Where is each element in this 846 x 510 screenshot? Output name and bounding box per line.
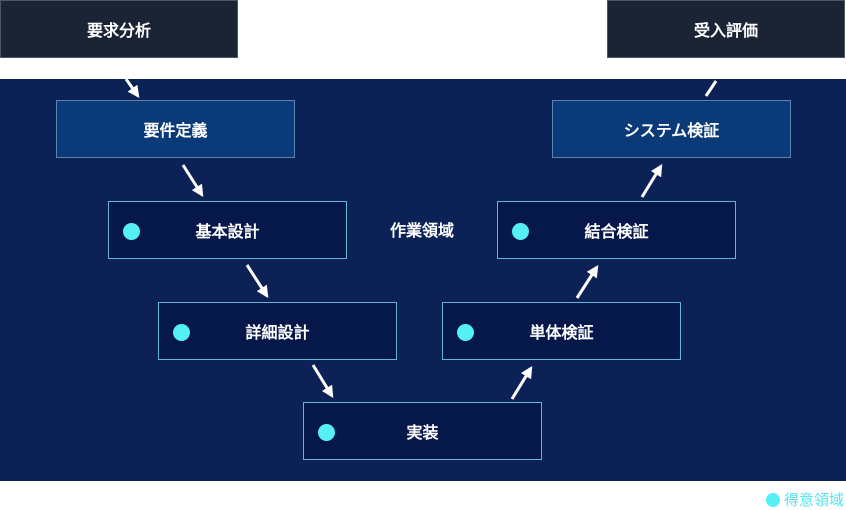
box-implementation: 実装 <box>303 402 542 460</box>
box-detailed-design-label: 詳細設計 <box>245 323 310 342</box>
box-unit-test: 単体検証 <box>442 302 681 360</box>
work-area-label: 作業領域 <box>389 221 454 240</box>
box-system-test-label: システム検証 <box>623 121 720 140</box>
box-requirements-definition-label: 要件定義 <box>143 121 208 140</box>
box-unit-test-label: 単体検証 <box>529 323 594 342</box>
box-acceptance-evaluation-label: 受入評価 <box>693 21 758 40</box>
box-implementation-label: 実装 <box>406 423 439 442</box>
strength-dot-icon <box>123 223 140 240</box>
box-requirement-analysis-label: 要求分析 <box>86 21 151 40</box>
box-detailed-design: 詳細設計 <box>158 302 397 360</box>
strength-dot-icon <box>512 223 529 240</box>
box-requirement-analysis: 要求分析 <box>0 0 238 58</box>
legend-dot-icon <box>765 493 780 507</box>
box-requirements-definition: 要件定義 <box>56 100 295 158</box>
box-system-test: システム検証 <box>552 100 791 158</box>
legend: 得意領域 <box>765 490 844 510</box>
box-basic-design: 基本設計 <box>108 201 347 259</box>
box-integration-test-label: 結合検証 <box>584 222 649 241</box>
strength-dot-icon <box>318 424 335 441</box>
strength-dot-icon <box>173 324 190 341</box>
legend-label: 得意領域 <box>783 491 844 509</box>
box-basic-design-label: 基本設計 <box>195 222 260 241</box>
strength-dot-icon <box>457 324 474 341</box>
box-acceptance-evaluation: 受入評価 <box>607 0 845 58</box>
box-integration-test: 結合検証 <box>497 201 736 259</box>
